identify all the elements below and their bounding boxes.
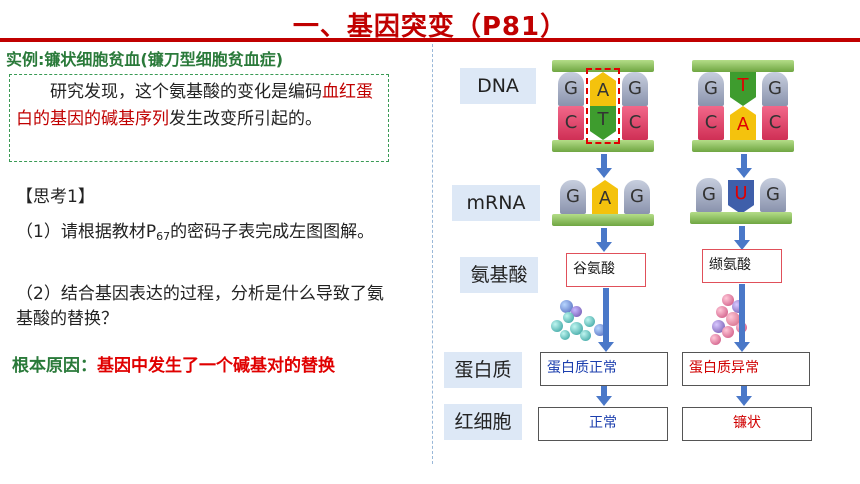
mutant-molecule-atom <box>712 320 725 333</box>
root-cause-label: 根本原因： <box>12 356 97 376</box>
mutant-molecule-atom <box>726 312 740 326</box>
normal-molecule-atom <box>580 330 591 341</box>
slide-title: 一、基因突变（P81） <box>292 12 568 42</box>
mutant-mrna-base-1: G <box>696 178 722 212</box>
question-1-after: 的密码子表完成左图图解。 <box>170 222 375 242</box>
normal-molecule-atom <box>584 316 595 327</box>
mutant-molecule-atom <box>716 306 728 318</box>
mutant-dna-bottom-base-1: C <box>698 106 724 140</box>
think-heading: 【思考1】 <box>16 187 95 207</box>
mutant-mrna-base-2: U <box>728 180 754 214</box>
mutant-dna-top-base-1: G <box>698 72 724 106</box>
mutant-mrna-strand <box>690 212 792 224</box>
normal-molecule-atom <box>563 312 574 323</box>
research-note-box: 研究发现，这个氨基酸的变化是编码血红蛋白的基因的碱基序列发生改变所引起的。 <box>9 74 389 162</box>
question-1-page-sub: 67 <box>156 230 171 243</box>
title-underline <box>0 38 860 42</box>
question-2: （2）结合基因表达的过程，分析是什么导致了氨基酸的替换？ <box>16 284 384 329</box>
normal-protein-box: 蛋白质正常 <box>540 352 668 386</box>
note-highlight: 血红蛋白的基因的碱基序列 <box>16 82 373 129</box>
root-cause-text: 基因中发生了一个碱基对的替换 <box>97 356 335 376</box>
normal-cell-box: 正常 <box>538 407 668 441</box>
question-1: （1）请根据教材P67的密码子表完成左图图解。 <box>16 220 396 249</box>
normal-amino-acid-box: 谷氨酸 <box>566 253 646 287</box>
normal-molecule-atom <box>560 330 570 340</box>
normal-mrna-strand <box>552 214 654 226</box>
row-label-red-blood-cell: 红细胞 <box>444 404 522 440</box>
normal-dna-bottom-strand <box>552 140 654 152</box>
mutant-molecule-atom <box>722 326 734 338</box>
row-label-protein: 蛋白质 <box>444 352 522 388</box>
mutant-protein-box: 蛋白质异常 <box>682 352 810 386</box>
normal-mrna-base-1: G <box>560 180 586 214</box>
mutant-dna-bottom-base-2: A <box>730 106 756 140</box>
root-cause: 根本原因：基因中发生了一个碱基对的替换 <box>12 351 335 376</box>
note-text-2: 发生改变所引起的。 <box>169 109 322 129</box>
mutant-dna-top-strand <box>692 60 794 72</box>
mutant-cell-box: 镰状 <box>682 407 812 441</box>
normal-molecule-atom <box>571 306 582 317</box>
normal-dna-bottom-base-1: C <box>558 106 584 140</box>
normal-dna-top-strand <box>552 60 654 72</box>
normal-molecule-atom <box>551 320 563 332</box>
mutant-dna-bottom-base-3: C <box>762 106 788 140</box>
normal-dna-bottom-base-3: C <box>622 106 648 140</box>
normal-molecule-atom <box>570 322 583 335</box>
mutant-molecule-atom <box>710 334 721 345</box>
row-label-amino-acid: 氨基酸 <box>460 257 538 293</box>
case-label: 实例:镰状细胞贫血(镰刀型细胞贫血症) <box>6 50 284 69</box>
mutant-mrna-base-3: G <box>760 178 786 212</box>
mutation-site-highlight <box>586 68 620 144</box>
row-label-mrna: mRNA <box>452 185 540 221</box>
mutant-molecule-atom <box>722 294 734 306</box>
column-divider <box>432 44 433 464</box>
normal-molecule-atom <box>560 300 573 313</box>
row-label-dna: DNA <box>460 68 536 104</box>
normal-mrna-base-3: G <box>624 180 650 214</box>
mutant-amino-acid-box: 缬氨酸 <box>702 249 782 283</box>
mutant-dna-top-base-2: T <box>730 72 756 106</box>
mutant-dna-top-base-3: G <box>762 72 788 106</box>
question-1-before: （1）请根据教材P <box>16 222 157 242</box>
mutant-dna-bottom-strand <box>692 140 794 152</box>
normal-dna-top-base-1: G <box>558 72 584 106</box>
normal-mrna-base-2: A <box>592 180 618 214</box>
note-text-1: 研究发现，这个氨基酸的变化是编码 <box>50 82 322 102</box>
normal-dna-top-base-3: G <box>622 72 648 106</box>
